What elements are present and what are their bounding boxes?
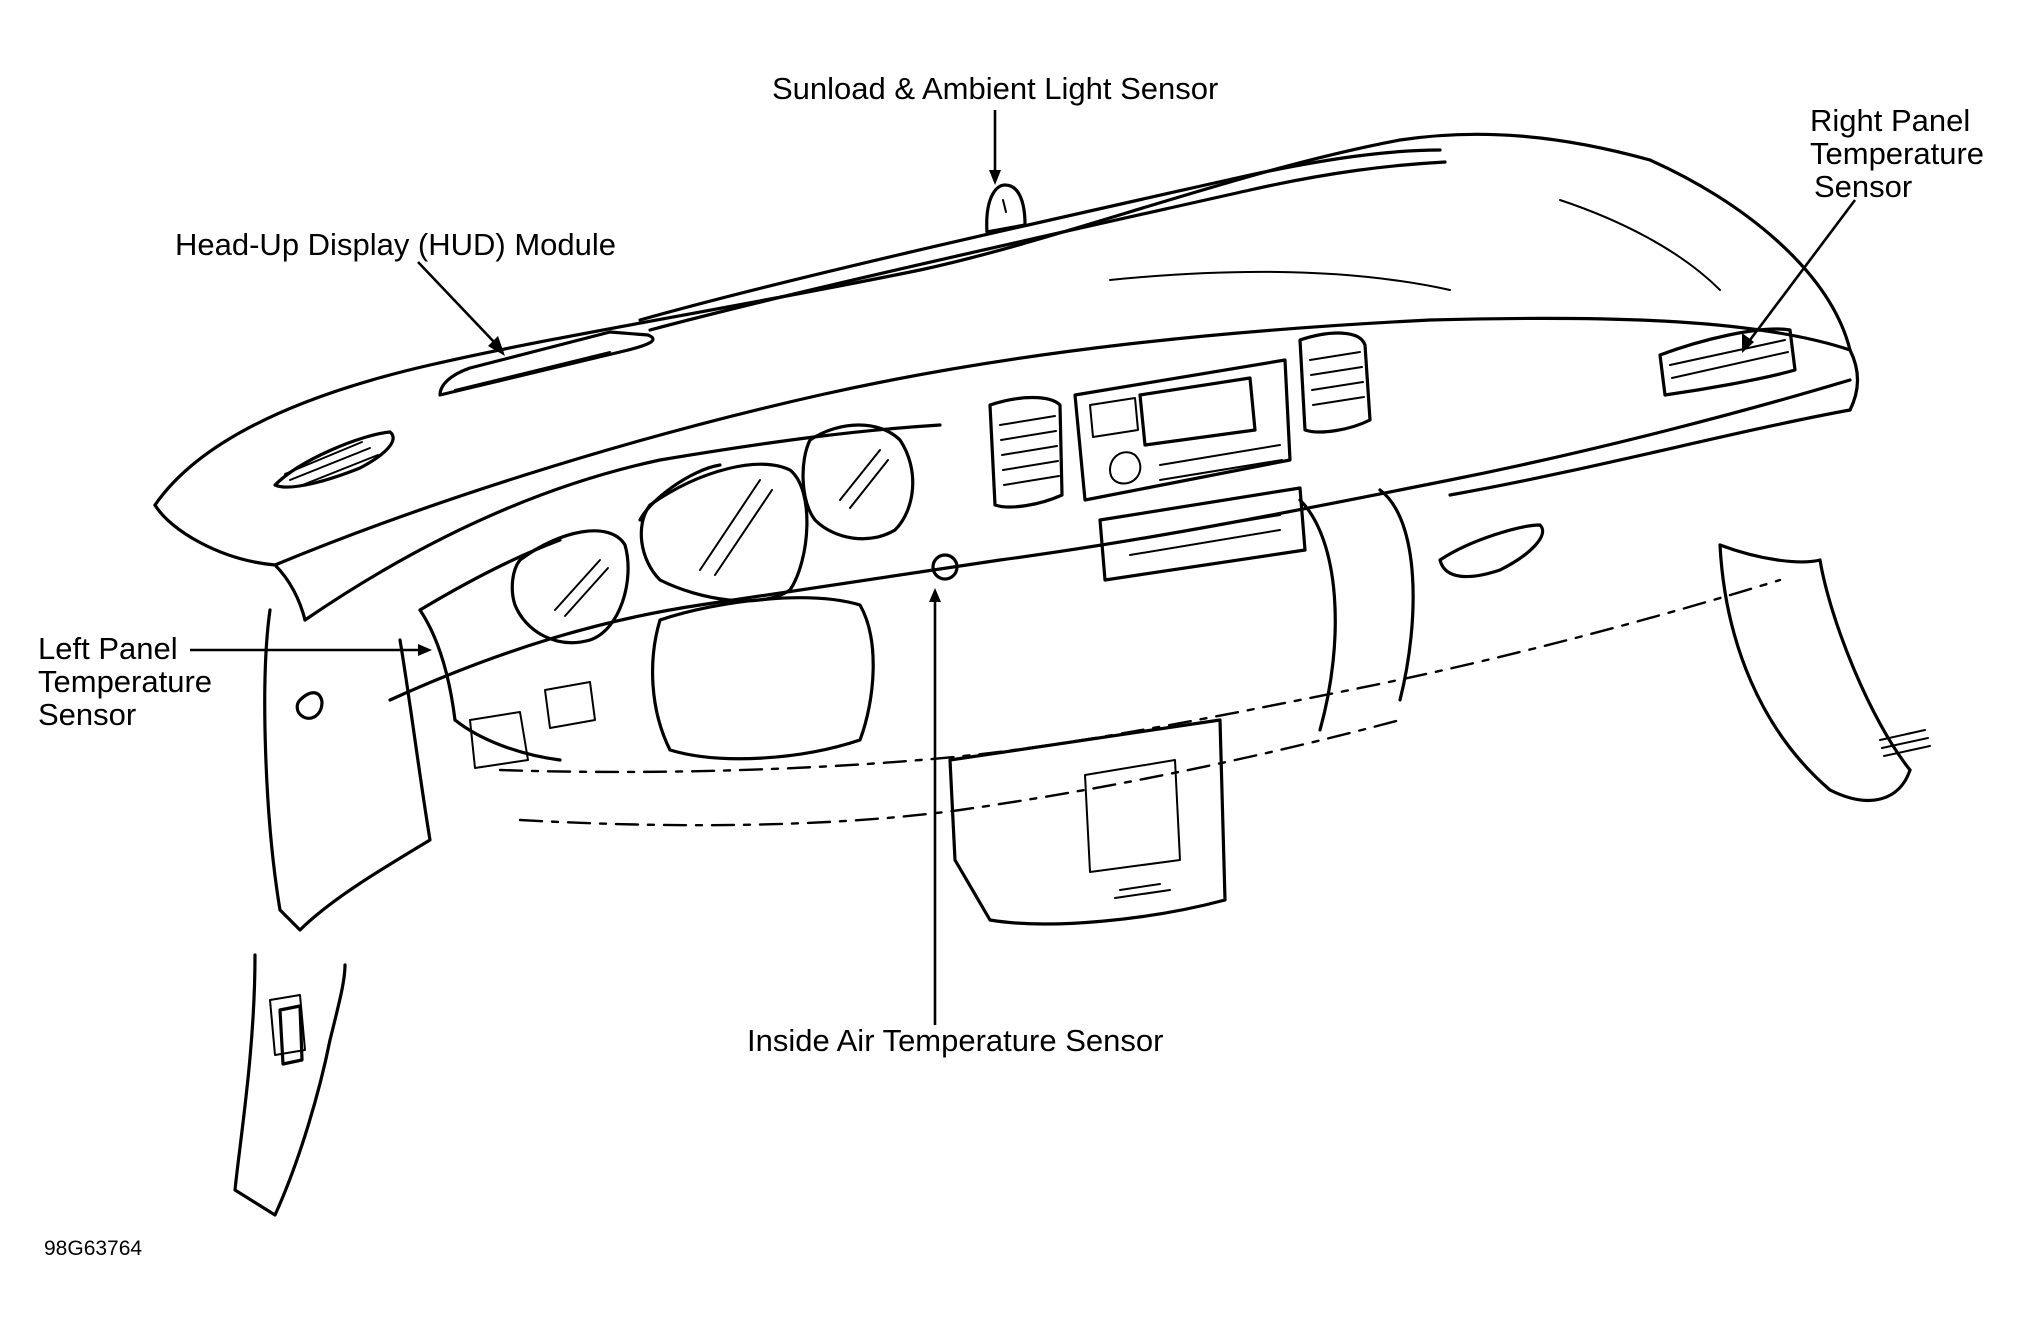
center-stack xyxy=(988,331,1372,582)
gauge-cluster xyxy=(510,423,915,645)
leader-left-panel xyxy=(190,644,432,656)
label-right-panel-line-2: Temperature xyxy=(1810,136,1985,171)
hud-module-opening xyxy=(438,330,655,397)
label-inside-air-sensor: Inside Air Temperature Sensor xyxy=(747,1023,1164,1058)
label-hud-module: Head-Up Display (HUD) Module xyxy=(175,227,617,262)
leader-right-panel xyxy=(1742,199,1857,353)
label-right-panel-line-1: Right Panel xyxy=(1810,103,1971,138)
label-sunload-sensor: Sunload & Ambient Light Sensor xyxy=(772,71,1219,106)
right-side-panel xyxy=(1298,327,1797,732)
inside-air-sensor-hole xyxy=(931,553,959,581)
label-right-panel-sensor: Right Panel Temperature Sensor xyxy=(1810,104,1984,203)
left-side-panel xyxy=(263,608,596,932)
label-left-panel-line-1: Left Panel xyxy=(38,631,178,666)
left-top-vent xyxy=(273,430,395,489)
instrument-panel-body xyxy=(303,348,1860,827)
steering-column-area xyxy=(650,596,1227,926)
leader-hud xyxy=(417,261,505,356)
leader-inside-air xyxy=(929,588,941,1025)
lower-right-pillar xyxy=(1718,543,1931,802)
lower-left-pillar xyxy=(233,953,347,1217)
label-right-panel-line-3: Sensor xyxy=(1814,169,1913,204)
dashboard-top-outline xyxy=(153,132,1852,622)
label-left-panel-line-3: Sensor xyxy=(38,697,137,732)
leader-sunload xyxy=(989,110,1001,185)
sunload-sensor-dome xyxy=(985,183,1027,234)
label-left-panel-line-2: Temperature xyxy=(38,664,213,699)
figure-id: 98G63764 xyxy=(44,1237,143,1260)
label-left-panel-sensor: Left Panel Temperature Sensor xyxy=(38,632,212,731)
